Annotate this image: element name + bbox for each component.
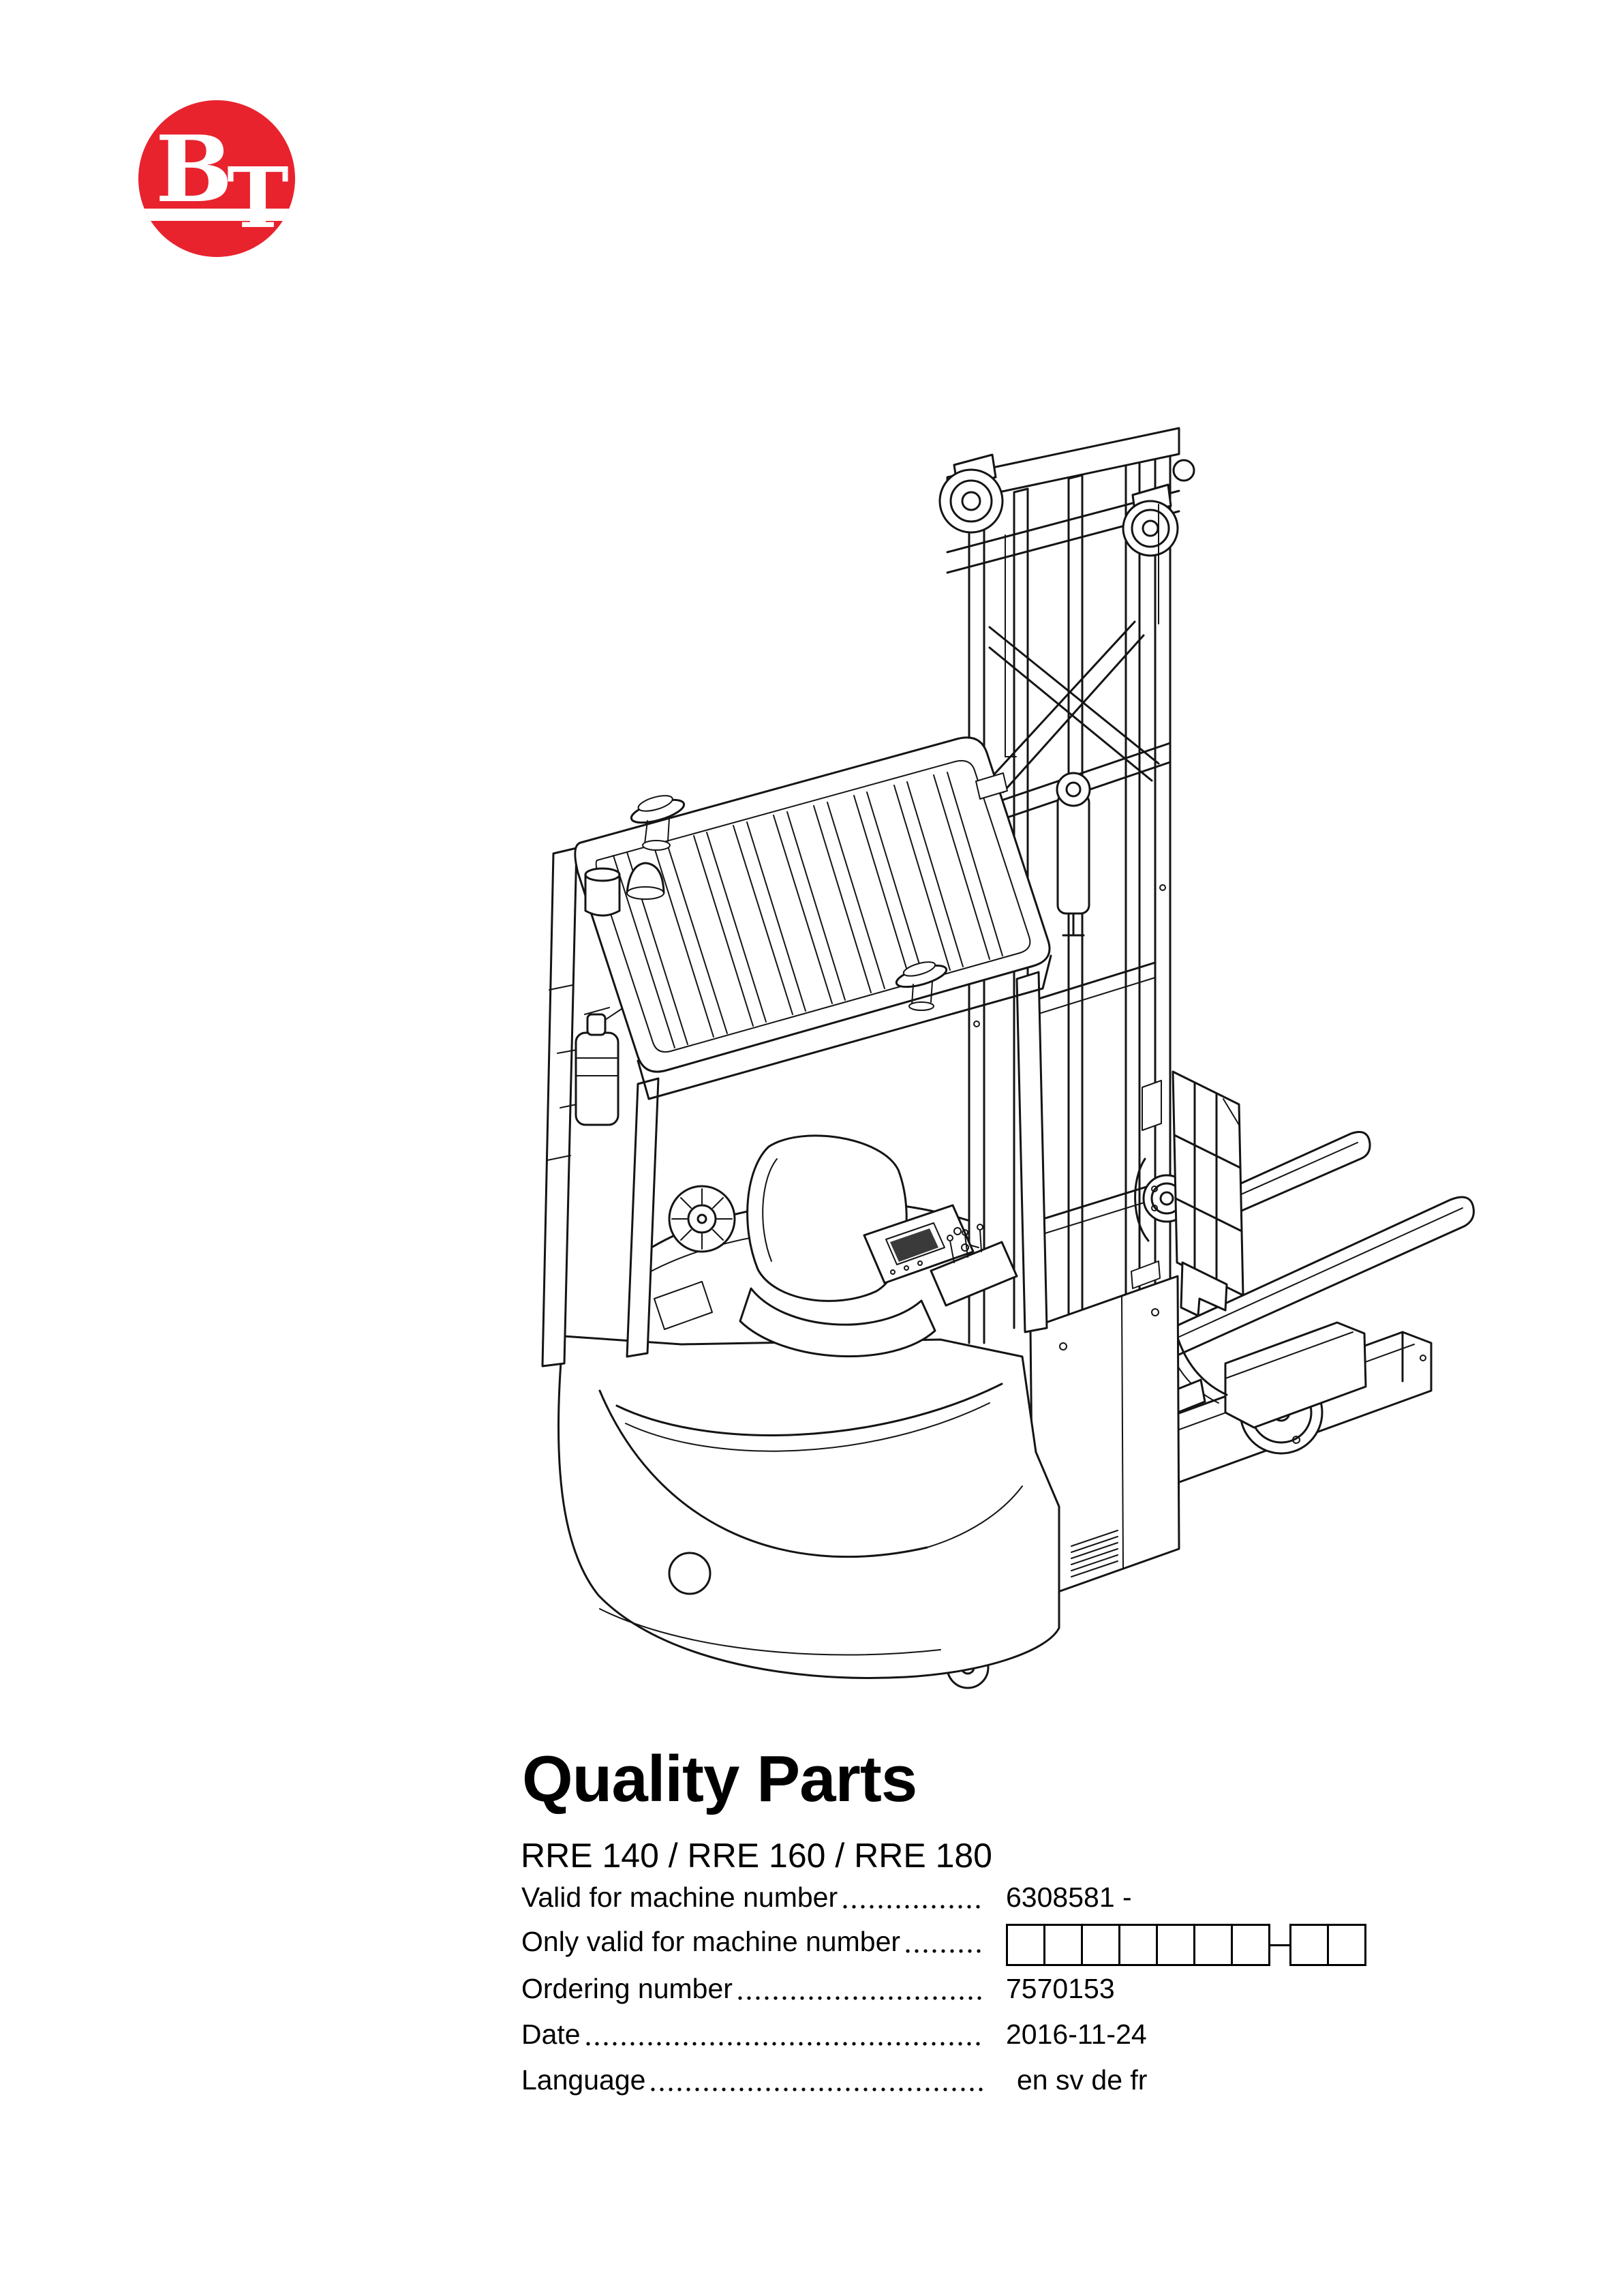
field-value: 7570153 [1006, 1973, 1115, 2004]
bt-logo: B T [138, 100, 295, 257]
fork-carriage [1134, 1070, 1475, 1362]
serial-box-cell [1006, 1924, 1045, 1966]
field-row-ordering-number: Ordering number 7570153 [521, 1972, 1115, 2005]
serial-box-cell [1043, 1924, 1083, 1966]
logo-letter-b: B [155, 115, 232, 223]
dotted-leader [904, 1925, 983, 1958]
field-label: Valid for machine number [521, 1882, 838, 1913]
model-range: RRE 140 / RRE 160 / RRE 180 [521, 1837, 992, 1875]
roof-accessories [557, 795, 948, 1126]
serial-box-cell [1081, 1924, 1120, 1966]
field-row-valid-for: Valid for machine number 6308581 - [521, 1881, 1132, 1914]
field-value: en sv de fr [1017, 2064, 1148, 2096]
field-label: Date [521, 2019, 581, 2050]
dotted-leader [649, 2064, 983, 2096]
field-label: Only valid for machine number [521, 1926, 901, 1957]
serial-box-cell [1289, 1924, 1329, 1966]
overhead-guard [574, 736, 1052, 1100]
serial-box-cell [1231, 1924, 1270, 1966]
machine-number-box-grid [1006, 1924, 1366, 1966]
chassis-body [557, 1134, 1180, 1679]
serial-box-cell [1118, 1924, 1158, 1966]
field-row-date: Date 2016-11-24 [521, 2018, 1147, 2051]
beacon-light [630, 795, 686, 824]
canopy-pillars [541, 847, 1048, 1368]
field-value: 2016-11-24 [1006, 2019, 1147, 2050]
serial-box-cell [1156, 1924, 1195, 1966]
serial-separator-dash [1270, 1944, 1289, 1946]
beacon-light [895, 961, 948, 988]
dotted-leader [736, 1972, 983, 2005]
field-value: 6308581 - [1006, 1882, 1132, 1913]
dotted-leader [842, 1881, 983, 1914]
field-row-only-valid-for: Only valid for machine number [521, 1925, 986, 1958]
serial-box-cell [1327, 1924, 1366, 1966]
dotted-leader [584, 2018, 983, 2051]
field-row-language: Language en sv de fr [521, 2064, 1147, 2096]
fire-extinguisher [557, 1007, 622, 1126]
box-group-1 [1006, 1924, 1270, 1966]
box-group-2 [1289, 1924, 1366, 1966]
serial-box-cell [1193, 1924, 1233, 1966]
field-label: Ordering number [521, 1973, 733, 2004]
field-label: Language [521, 2064, 646, 2096]
logo-stripe [138, 209, 295, 221]
logo-letter-t: T [227, 149, 289, 247]
page-title: Quality Parts [522, 1742, 917, 1815]
